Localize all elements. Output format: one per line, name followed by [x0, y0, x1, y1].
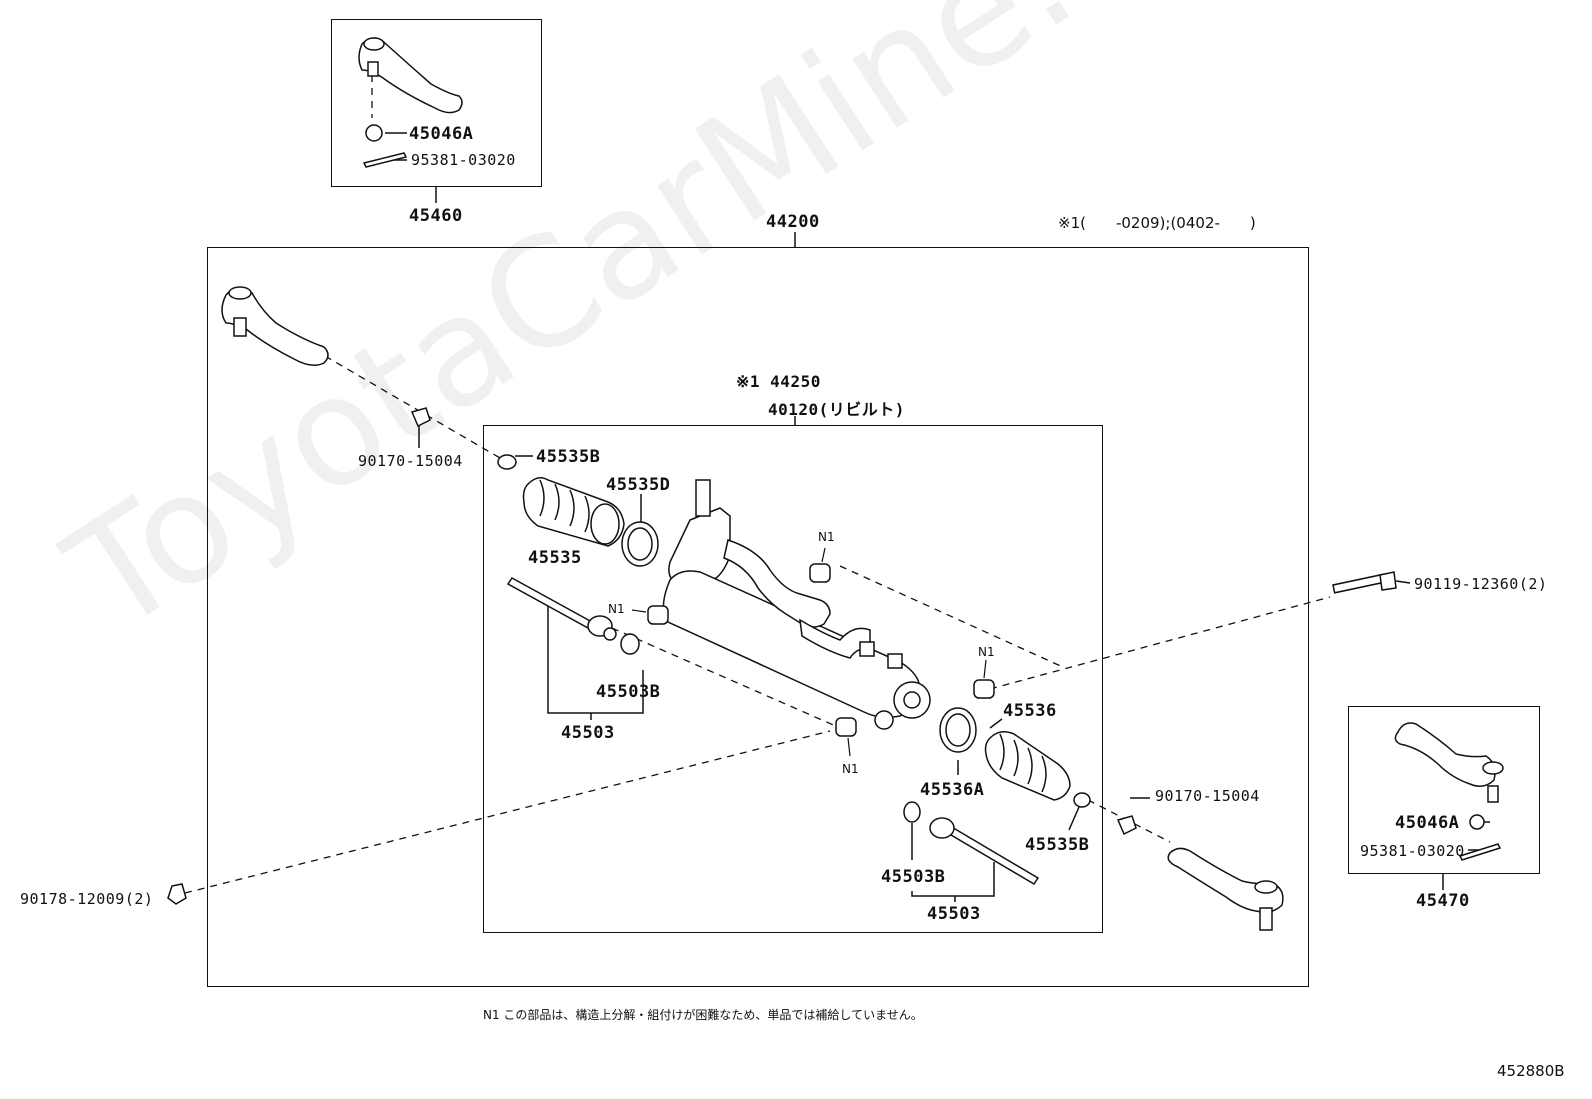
- tie-rod-end-right: [1116, 815, 1284, 931]
- diagram-id: 452880B: [1497, 1062, 1565, 1080]
- label-45535: 45535: [528, 548, 582, 568]
- clamp-45535B-top: [497, 454, 517, 470]
- label-45503B-left: 45503B: [596, 682, 661, 702]
- label-45046A-right: 45046A: [1395, 813, 1460, 833]
- steering-assy-box: [207, 247, 1309, 987]
- tie-rod-end-right-box: [1394, 722, 1504, 861]
- label-45046A-left: 45046A: [409, 124, 474, 144]
- clamp-45535B-bottom: [1073, 792, 1091, 808]
- label-90119: 90119-12360(2): [1414, 575, 1548, 593]
- label-44250: ※1 44250: [736, 372, 821, 391]
- label-40120: 40120(リビルト): [768, 400, 905, 419]
- label-45535D: 45535D: [606, 475, 671, 495]
- label-95381-right: 95381-03020: [1360, 842, 1465, 860]
- label-45536A: 45536A: [920, 780, 985, 800]
- clamp-45536A: [939, 707, 977, 753]
- label-90170-left: 90170-15004: [358, 452, 463, 470]
- label-45503B-right: 45503B: [881, 867, 946, 887]
- label-44200: 44200: [766, 212, 820, 232]
- n1-label-c: N1: [978, 645, 995, 659]
- boot-45536: [984, 731, 1071, 801]
- bushing-n1-a: [809, 563, 831, 583]
- n1-label-a: N1: [818, 530, 835, 544]
- n1-label-d: N1: [842, 762, 859, 776]
- label-45503-right: 45503: [927, 904, 981, 924]
- bolt-90119: [1332, 571, 1397, 594]
- validity-note: ※1( -0209);(0402- ): [1058, 214, 1256, 232]
- label-45535B-top: 45535B: [536, 447, 601, 467]
- washer-45503B-left: [620, 633, 640, 655]
- steering-gear-housing: [662, 479, 931, 730]
- washer-45503B-right: [903, 801, 921, 823]
- label-45536: 45536: [1003, 701, 1057, 721]
- tie-rod-45503-right: [929, 817, 1040, 886]
- label-95381-left: 95381-03020: [411, 151, 516, 169]
- label-45470: 45470: [1416, 891, 1470, 911]
- right-tie-rod-end-box: [1348, 706, 1540, 874]
- boot-45535: [522, 477, 625, 547]
- label-90178: 90178-12009(2): [20, 890, 154, 908]
- label-90170-right: 90170-15004: [1155, 787, 1260, 805]
- footnote: N1 この部品は、構造上分解・組付けが困難なため、単品では補給していません。: [483, 1008, 923, 1022]
- tie-rod-45503-left: [506, 577, 617, 641]
- gear-assy-box: [483, 425, 1103, 933]
- tie-rod-end-left: [221, 286, 431, 428]
- bolt-90178: [167, 883, 187, 905]
- label-45460: 45460: [409, 206, 463, 226]
- left-tie-rod-end-box: [331, 19, 542, 187]
- tie-rod-end-left-top: [358, 37, 463, 168]
- label-45535B-bottom: 45535B: [1025, 835, 1090, 855]
- n1-label-b: N1: [608, 602, 625, 616]
- bushing-n1-d: [835, 717, 857, 737]
- label-45503-left: 45503: [561, 723, 615, 743]
- bushing-n1-c: [973, 679, 995, 699]
- clamp-45535D: [621, 521, 659, 567]
- bushing-n1-b: [647, 605, 669, 625]
